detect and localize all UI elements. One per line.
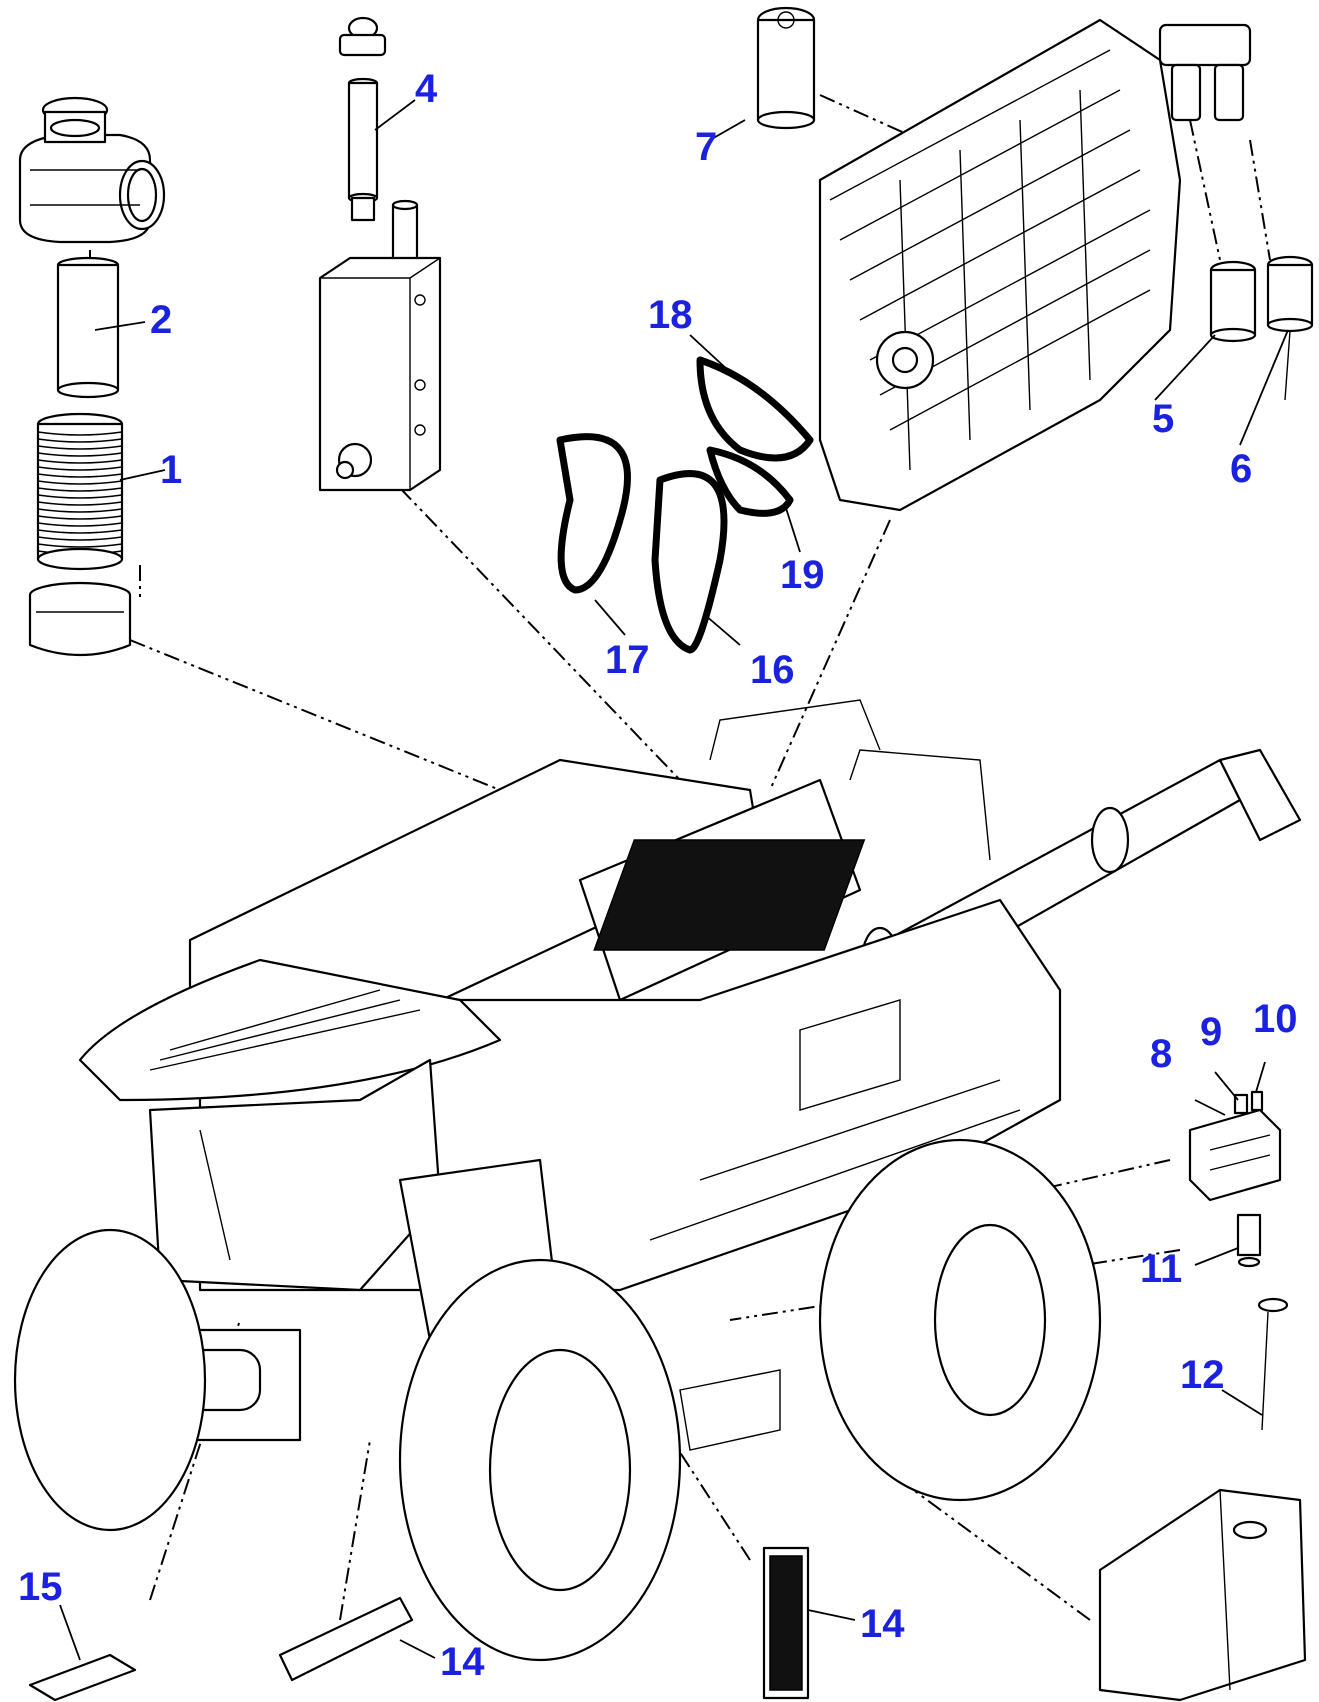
leader-lines [59, 99, 1289, 1661]
engine [818, 18, 1252, 512]
callout-15: 15 [18, 1565, 63, 1609]
fuel-filter-5 [1209, 260, 1257, 343]
callout-2: 2 [150, 298, 172, 342]
belts [556, 356, 814, 654]
filter-pad-15 [28, 1653, 137, 1702]
fitting-11 [1236, 1213, 1262, 1268]
air-cleaner-cover [28, 581, 132, 657]
filter-7 [756, 6, 816, 130]
callout-9: 9 [1200, 1010, 1222, 1054]
callout-12: 12 [1180, 1353, 1225, 1397]
tank [1098, 1488, 1307, 1702]
callout-7: 7 [695, 125, 717, 169]
air-cleaner-housing [18, 96, 166, 244]
callout-16: 16 [750, 648, 795, 692]
callout-18: 18 [648, 293, 693, 337]
callout-11: 11 [1140, 1247, 1182, 1291]
callout-8: 8 [1150, 1032, 1172, 1076]
inner-filter-element [56, 256, 120, 399]
callout-17: 17 [605, 638, 650, 682]
callout-6: 6 [1230, 447, 1252, 491]
cab-filter-14-right [762, 1546, 810, 1700]
callout-14-left: 14 [440, 1640, 485, 1684]
outer-filter-element [36, 412, 124, 571]
combine-harvester [13, 699, 1302, 1662]
callout-19: 19 [780, 553, 825, 597]
callout-10: 10 [1253, 997, 1298, 1041]
callout-14-right: 14 [860, 1602, 905, 1646]
callout-labels: 1 2 4 5 6 7 8 9 10 11 12 14 14 15 16 17 … [18, 67, 1298, 1684]
cap-12 [1257, 1297, 1289, 1431]
cab-filter-14-left [278, 1596, 414, 1682]
callout-4: 4 [415, 67, 438, 111]
callout-1: 1 [160, 448, 182, 492]
filter-4-assembly [318, 16, 442, 492]
callout-5: 5 [1152, 397, 1174, 441]
valve-block [1188, 1090, 1282, 1202]
fuel-filter-6 [1266, 255, 1314, 401]
